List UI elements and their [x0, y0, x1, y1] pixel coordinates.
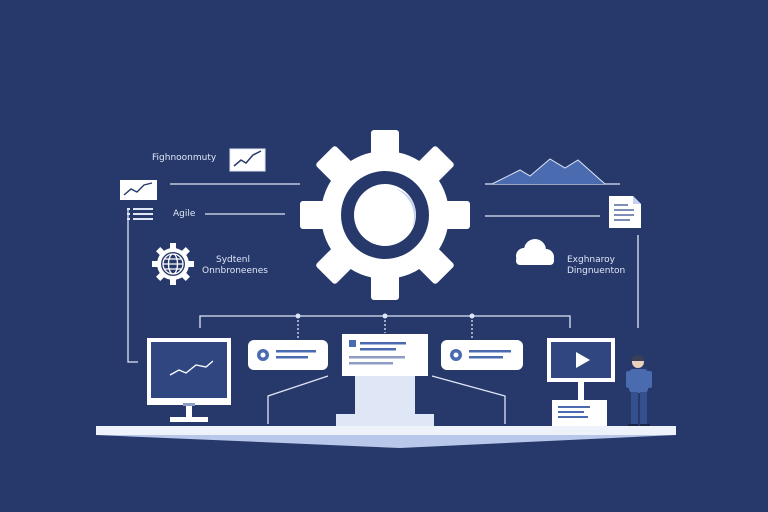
- label-top-left: Fighnoonmuty: [152, 153, 217, 163]
- monitor-icon: [147, 338, 231, 422]
- document-icon: [609, 196, 641, 228]
- label-right-line1: Exghnaroy: [567, 255, 615, 265]
- line-chart-icon: [229, 148, 266, 172]
- play-icon: [547, 338, 615, 400]
- toggle-card: [441, 340, 523, 370]
- label-systems-line2: Onnbroneenes: [202, 266, 268, 276]
- connector-dots: [295, 313, 475, 319]
- label-systems-line1: Sydtenl: [215, 255, 251, 265]
- mountain-chart-icon: [491, 158, 606, 185]
- cloud-icon: [516, 239, 554, 265]
- line-chart-icon: [120, 180, 157, 200]
- toggle-card: [248, 340, 328, 370]
- label-right-line2: Dingnuenton: [567, 266, 626, 276]
- list-icon: [127, 208, 153, 220]
- globe-gear-icon: [152, 243, 194, 285]
- person-figure: [626, 355, 652, 427]
- gear-icon: [300, 130, 470, 300]
- platform: [96, 426, 676, 448]
- label-agile: Agile: [173, 209, 196, 219]
- center-panel: [336, 334, 434, 426]
- stacked-box: [552, 400, 607, 426]
